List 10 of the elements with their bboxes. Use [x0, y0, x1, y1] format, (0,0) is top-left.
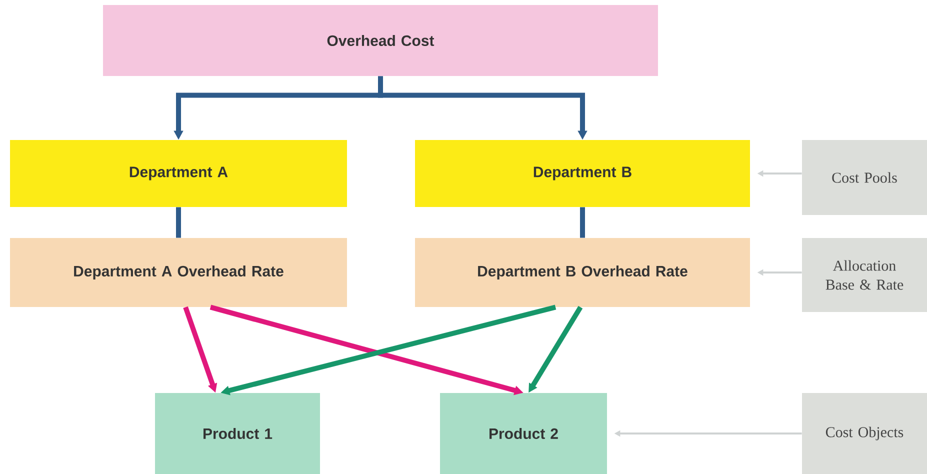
side-label-box: Cost Objects: [802, 393, 927, 474]
product-box: Product 1: [155, 393, 320, 474]
rate-box: Department A Overhead Rate: [10, 238, 347, 307]
product-box: Product 2: [440, 393, 607, 474]
department-box: Department B: [415, 140, 750, 207]
side-label-box: Cost Pools: [802, 140, 927, 215]
side-label-box: Allocation Base & Rate: [802, 238, 927, 312]
cost-box: Overhead Cost: [103, 5, 658, 76]
department-box: Department A: [10, 140, 347, 207]
rate-box: Department B Overhead Rate: [415, 238, 750, 307]
